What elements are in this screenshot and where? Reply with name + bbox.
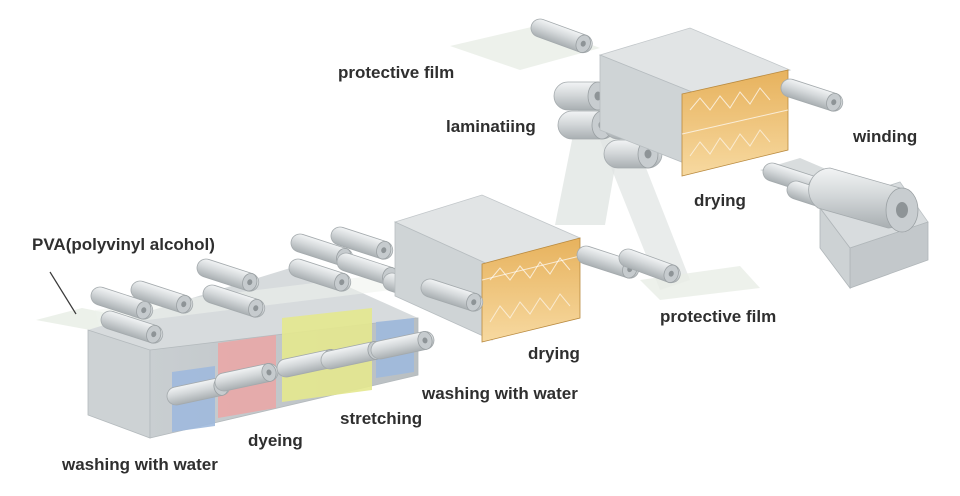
label-laminating: laminatiing bbox=[446, 117, 536, 136]
label-drying-1: drying bbox=[528, 344, 580, 363]
dryer-2 bbox=[598, 27, 846, 177]
label-protective-film-top: protective film bbox=[338, 63, 455, 82]
pva-pointer-line bbox=[49, 271, 77, 315]
label-washing-with-water-2: washing with water bbox=[422, 384, 578, 403]
bath-tank bbox=[87, 224, 448, 439]
winder bbox=[760, 158, 929, 290]
label-protective-film-bottom: protective film bbox=[660, 307, 777, 326]
dryer-1 bbox=[393, 194, 642, 343]
label-winding: winding bbox=[853, 127, 918, 146]
label-stretching: stretching bbox=[340, 409, 423, 428]
lower-protective-film-path bbox=[600, 140, 690, 290]
label-dyeing: dyeing bbox=[248, 431, 303, 450]
lower-protective-film-sheet bbox=[640, 266, 760, 300]
label-drying-2: drying bbox=[694, 191, 746, 210]
label-washing-with-water-1: washing with water bbox=[62, 455, 218, 474]
label-pva: PVA(polyvinyl alcohol) bbox=[32, 235, 215, 254]
